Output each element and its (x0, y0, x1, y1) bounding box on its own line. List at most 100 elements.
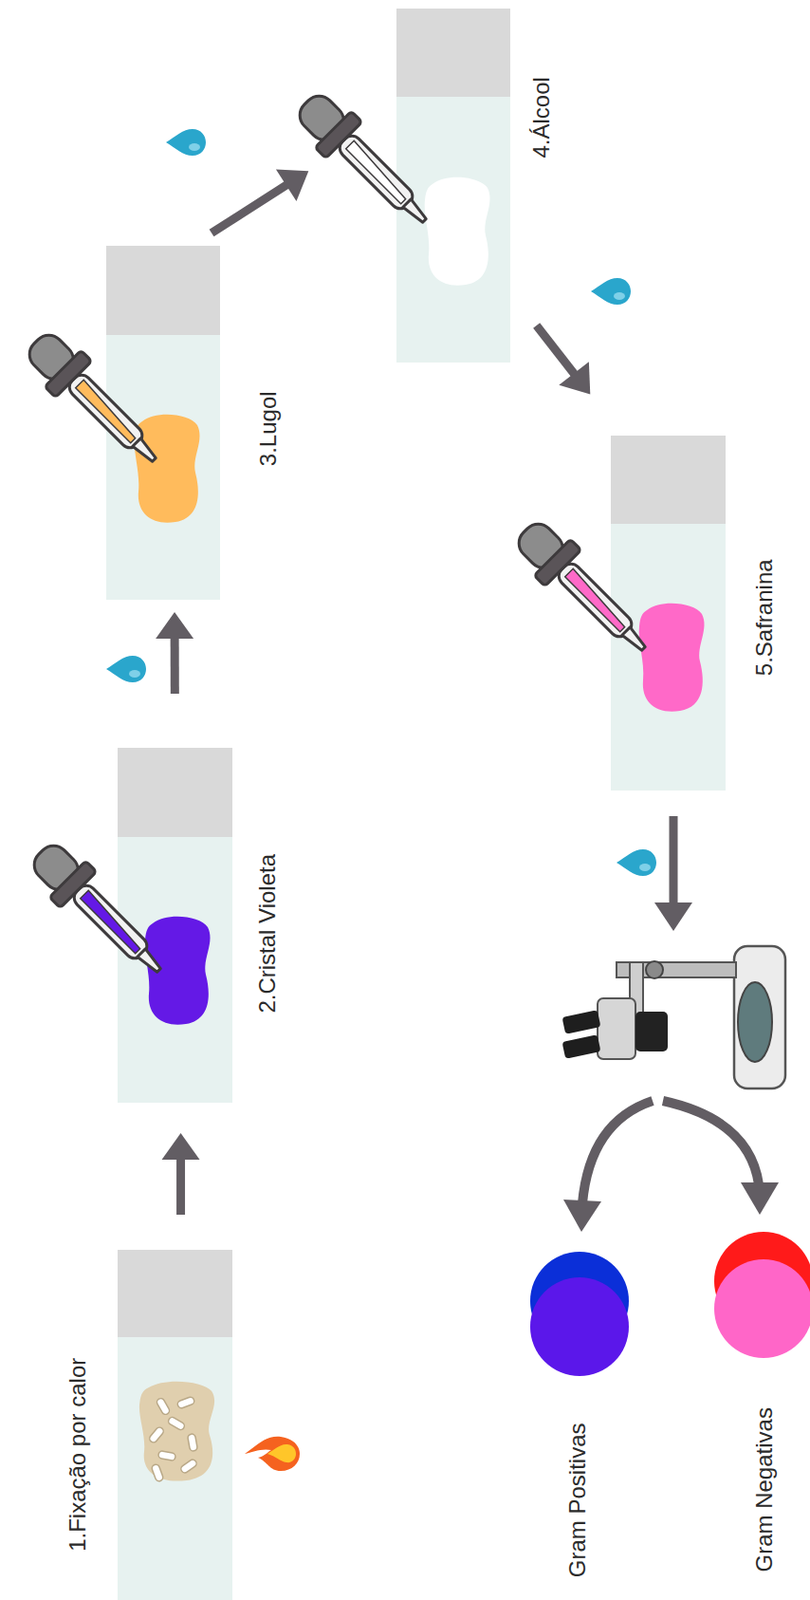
microscope-eyepiece (562, 1033, 602, 1059)
microscope-knob (645, 960, 663, 978)
step-label: 4.Álcool (527, 76, 554, 158)
arrow-shaft (582, 1100, 653, 1203)
pipette-body (507, 512, 663, 667)
drop-highlight (613, 292, 626, 300)
slide-frosted-end (610, 435, 726, 524)
slide-glass (117, 747, 233, 1103)
slide-glass (117, 1249, 233, 1600)
arrow-head (155, 611, 194, 639)
water-drop (590, 277, 631, 305)
bacterium (150, 1462, 165, 1482)
arrow-head (563, 1198, 602, 1232)
step-label: 1.Fixação por calor (64, 1357, 92, 1551)
microscope-eyepiece (562, 1009, 602, 1034)
water-drop (616, 848, 657, 876)
pipette-liquid (80, 889, 144, 953)
arrow-shaft (211, 183, 290, 233)
arrow-head (162, 1132, 201, 1160)
bacterium (147, 1425, 166, 1444)
pipette-liquid (346, 140, 409, 203)
arrow-shaft (662, 1100, 759, 1184)
stain-step: 2.Cristal Violeta (117, 747, 233, 1103)
slide (117, 1249, 233, 1600)
arrow-head (654, 902, 693, 931)
smear (639, 603, 705, 712)
drop-shape (616, 848, 657, 876)
arrow-shaft (669, 815, 679, 904)
arrow-shaft (176, 1155, 185, 1215)
pipette-liquid (565, 568, 628, 631)
step-label: Gram Negativas (750, 1406, 777, 1571)
slide (610, 435, 726, 791)
pipette (288, 84, 443, 240)
pipette-body (288, 84, 443, 240)
flow-arrow (155, 611, 194, 694)
bacterium (157, 1449, 176, 1460)
pipette (18, 323, 173, 479)
bacterium (155, 1396, 171, 1416)
microscope-stage (737, 981, 773, 1062)
flow-arrow (654, 815, 693, 931)
arrow-head (276, 168, 309, 202)
bacterium (166, 1415, 186, 1431)
flow-arrow (536, 325, 591, 395)
microscope-head (597, 997, 636, 1059)
counterstain-step: 5.Safranina (610, 435, 726, 791)
gram-positive-cell (530, 1276, 629, 1376)
drop-shape (106, 655, 147, 682)
slide-glass (396, 8, 511, 363)
bacteria (147, 1395, 199, 1482)
result-node: Gram Positivas (530, 1276, 629, 1376)
flow-arrow (162, 1132, 201, 1215)
smear (139, 1380, 215, 1481)
step-label: Gram Positivas (563, 1421, 590, 1577)
decolorize-step: 4.Álcool (396, 8, 511, 363)
water-drop (165, 128, 206, 156)
bacterium (179, 1457, 198, 1474)
pipette-body (18, 323, 173, 479)
slide-frosted-end (117, 1249, 233, 1337)
mordant-step: 3.Lugol (106, 245, 221, 600)
slide-glass (610, 435, 726, 791)
microscope-icon (562, 945, 786, 1088)
water-drop (106, 655, 147, 682)
microscope-objective (635, 1011, 668, 1051)
slide (396, 8, 511, 363)
slide (117, 747, 233, 1103)
bacterium (176, 1395, 196, 1409)
step-label: 5.Safranina (750, 558, 777, 676)
fixation-step: 1.Fixação por calor (117, 1249, 233, 1600)
flame-icon (244, 1435, 300, 1471)
arrow-head (740, 1181, 779, 1215)
gram-negative-cell (714, 1258, 810, 1358)
flame-inner (267, 1443, 296, 1462)
flow-arrow (563, 1100, 653, 1232)
pipette (22, 833, 178, 989)
slide-frosted-end (106, 245, 221, 335)
bacterium (186, 1432, 198, 1451)
slide-frosted-end (396, 8, 511, 97)
flow-arrow (662, 1100, 779, 1215)
smear (424, 177, 491, 286)
smear (134, 414, 201, 523)
flow-arrow (211, 168, 309, 233)
drop-highlight (639, 863, 651, 871)
arrow-head (558, 361, 590, 394)
arrow-shaft (536, 325, 577, 377)
flame-outer (244, 1435, 300, 1471)
drop-highlight (128, 669, 141, 678)
pipette (507, 512, 663, 667)
microscope-base (734, 945, 786, 1088)
result-node: Gram Negativas (714, 1258, 810, 1358)
drop-shape (165, 128, 206, 156)
drop-shape (590, 277, 631, 305)
arrow-shaft (170, 634, 180, 694)
pipette-body (22, 833, 178, 989)
step-label: 3.Lugol (254, 390, 281, 466)
slide-frosted-end (117, 747, 233, 837)
step-label: 2.Cristal Violeta (254, 853, 281, 1013)
drop-highlight (188, 143, 201, 151)
